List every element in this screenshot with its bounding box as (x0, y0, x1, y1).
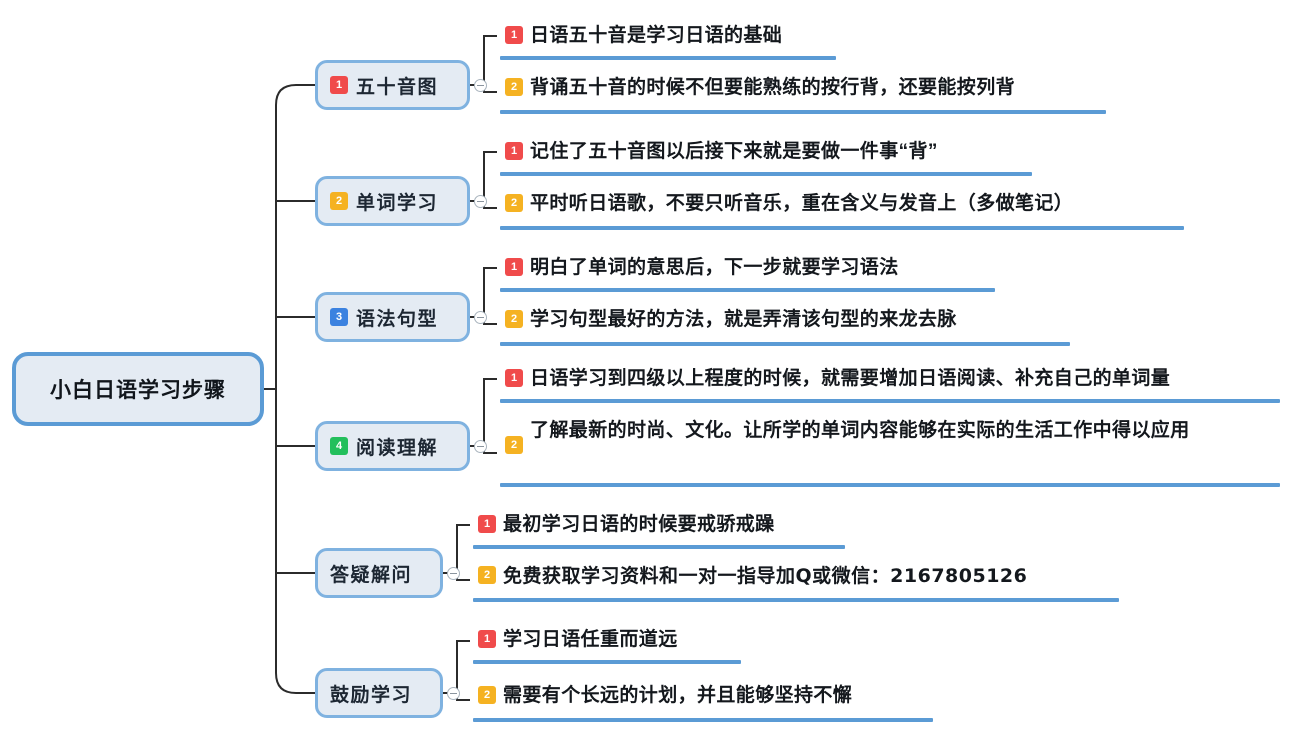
leaf-underline-3-2 (500, 342, 1070, 346)
branch-badge-2: 2 (330, 192, 348, 210)
branch-label-4: 阅读理解 (356, 437, 439, 459)
leaf-badge-3-1: 1 (505, 258, 523, 276)
leaf-1-2[interactable]: 2 背诵五十音的时候不但要能熟练的按行背，还要能按列背 (505, 73, 1015, 103)
branch-badge-3: 3 (330, 308, 348, 326)
leaf-text-1-1: 日语五十音是学习日语的基础 (530, 25, 783, 46)
leaf-5-1[interactable]: 1 最初学习日语的时候要戒骄戒躁 (478, 510, 775, 540)
leaf-badge-5-2: 2 (478, 566, 496, 584)
leaf-underline-4-1 (500, 399, 1280, 403)
leaf-badge-4-1: 1 (505, 369, 523, 387)
leaf-5-2[interactable]: 2 免费获取学习资料和一对一指导加Q或微信：2167805126 (478, 561, 1027, 591)
branch-badge-1: 1 (330, 76, 348, 94)
branch-node-6[interactable]: 鼓励学习 (315, 668, 443, 718)
leaf-badge-1-2: 2 (505, 78, 523, 96)
leaf-3-1[interactable]: 1 明白了单词的意思后，下一步就要学习语法 (505, 253, 899, 283)
leaf-badge-2-1: 1 (505, 142, 523, 160)
leaf-4-2[interactable]: 2 了解最新的时尚、文化。让所学的单词内容能够在实际的生活工作中得以应用 (505, 416, 1275, 454)
leaf-4-1[interactable]: 1 日语学习到四级以上程度的时候，就需要增加日语阅读、补充自己的单词量 (505, 364, 1170, 394)
branch-node-2[interactable]: 2 单词学习 (315, 176, 470, 226)
leaf-text-4-1: 日语学习到四级以上程度的时候，就需要增加日语阅读、补充自己的单词量 (530, 368, 1171, 389)
leaf-badge-2-2: 2 (505, 194, 523, 212)
collapse-toggle-1[interactable] (474, 79, 487, 92)
collapse-toggle-5[interactable] (447, 567, 460, 580)
leaf-badge-6-1: 1 (478, 630, 496, 648)
leaf-underline-6-2 (473, 718, 933, 722)
leaf-underline-4-2 (500, 483, 1280, 487)
branch-label-6: 鼓励学习 (330, 684, 413, 706)
leaf-badge-4-2: 2 (505, 436, 523, 454)
leaf-6-2[interactable]: 2 需要有个长远的计划，并且能够坚持不懈 (478, 681, 852, 711)
branch-label-2: 单词学习 (356, 192, 439, 214)
branch-label-1: 五十音图 (356, 76, 439, 98)
leaf-badge-3-2: 2 (505, 310, 523, 328)
collapse-toggle-4[interactable] (474, 440, 487, 453)
leaf-text-6-1: 学习日语任重而道远 (503, 629, 678, 650)
leaf-text-3-1: 明白了单词的意思后，下一步就要学习语法 (530, 257, 899, 278)
branch-badge-4: 4 (330, 437, 348, 455)
branch-node-4[interactable]: 4 阅读理解 (315, 421, 470, 471)
collapse-toggle-6[interactable] (447, 687, 460, 700)
root-node-label: 小白日语学习步骤 (50, 379, 226, 402)
leaf-text-3-2: 学习句型最好的方法，就是弄清该句型的来龙去脉 (530, 309, 957, 330)
leaf-underline-3-1 (500, 288, 995, 292)
leaf-badge-1-1: 1 (505, 26, 523, 44)
leaf-underline-5-1 (473, 545, 845, 549)
leaf-2-1[interactable]: 1 记住了五十音图以后接下来就是要做一件事“背” (505, 137, 938, 167)
leaf-underline-2-1 (500, 172, 1032, 176)
leaf-text-5-1: 最初学习日语的时候要戒骄戒躁 (503, 514, 775, 535)
leaf-2-2[interactable]: 2 平时听日语歌，不要只听音乐，重在含义与发音上（多做笔记） (505, 189, 1073, 219)
leaf-badge-5-1: 1 (478, 515, 496, 533)
collapse-toggle-2[interactable] (474, 195, 487, 208)
leaf-6-1[interactable]: 1 学习日语任重而道远 (478, 625, 678, 655)
leaf-text-1-2: 背诵五十音的时候不但要能熟练的按行背，还要能按列背 (530, 77, 1016, 98)
leaf-underline-1-2 (500, 110, 1106, 114)
leaf-underline-2-2 (500, 226, 1184, 230)
leaf-badge-6-2: 2 (478, 686, 496, 704)
branch-label-5: 答疑解问 (330, 564, 413, 586)
leaf-underline-5-2 (473, 598, 1119, 602)
leaf-text-2-2: 平时听日语歌，不要只听音乐，重在含义与发音上（多做笔记） (530, 193, 1074, 214)
branch-node-5[interactable]: 答疑解问 (315, 548, 443, 598)
branch-node-3[interactable]: 3 语法句型 (315, 292, 470, 342)
leaf-3-2[interactable]: 2 学习句型最好的方法，就是弄清该句型的来龙去脉 (505, 305, 957, 335)
leaf-text-5-2: 免费获取学习资料和一对一指导加Q或微信：2167805126 (503, 565, 1028, 587)
leaf-underline-1-1 (500, 56, 836, 60)
leaf-text-4-2: 了解最新的时尚、文化。让所学的单词内容能够在实际的生活工作中得以应用 (530, 420, 1190, 441)
leaf-underline-6-1 (473, 660, 741, 664)
root-node[interactable]: 小白日语学习步骤 (12, 352, 264, 426)
leaf-text-2-1: 记住了五十音图以后接下来就是要做一件事“背” (530, 141, 938, 162)
collapse-toggle-3[interactable] (474, 311, 487, 324)
branch-label-3: 语法句型 (356, 308, 439, 330)
branch-node-1[interactable]: 1 五十音图 (315, 60, 470, 110)
leaf-text-6-2: 需要有个长远的计划，并且能够坚持不懈 (503, 685, 853, 706)
leaf-1-1[interactable]: 1 日语五十音是学习日语的基础 (505, 21, 782, 51)
